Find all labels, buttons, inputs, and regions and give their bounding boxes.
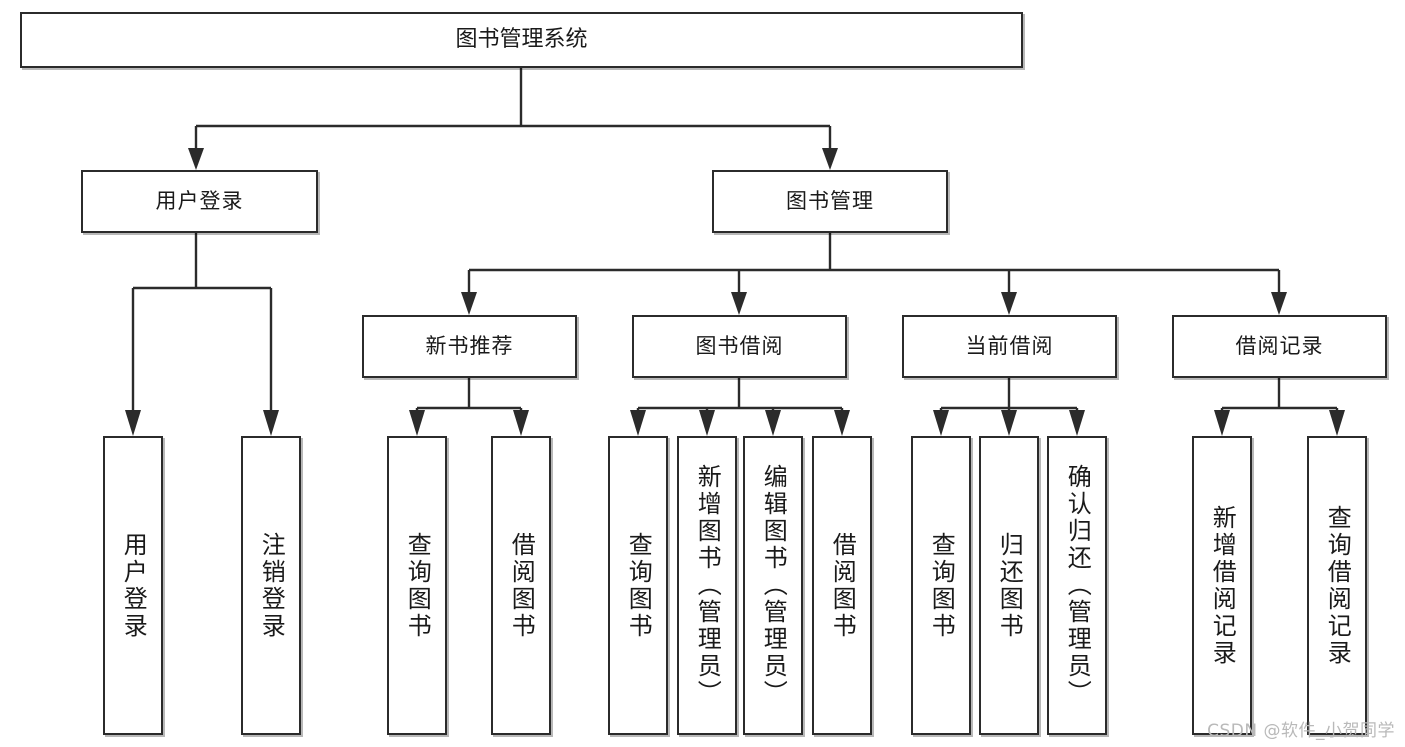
node-leaf-query-book-2[interactable]: 查询图书: [608, 436, 668, 735]
node-root-label: 图书管理系统: [455, 26, 588, 52]
node-leaf-query-record[interactable]: 查询借阅记录: [1307, 436, 1367, 735]
node-current-borrow[interactable]: 当前借阅: [902, 315, 1117, 378]
arrowhead-leaf-query-book-1: [409, 410, 425, 436]
arrowhead-leaf-query-book-2: [630, 410, 646, 436]
arrowhead-book-management: [822, 148, 838, 170]
arrowhead-leaf-query-record: [1329, 410, 1345, 436]
node-leaf-user-logout[interactable]: 注销登录: [241, 436, 301, 735]
node-borrow-record[interactable]: 借阅记录: [1172, 315, 1387, 378]
node-borrow-record-label: 借阅记录: [1235, 333, 1324, 358]
arrowhead-book-borrow: [731, 292, 747, 315]
node-leaf-add-record[interactable]: 新增借阅记录: [1192, 436, 1252, 735]
node-leaf-return-book[interactable]: 归还图书: [979, 436, 1039, 735]
node-leaf-borrow-book-2[interactable]: 借阅图书: [812, 436, 872, 735]
node-book-management-label: 图书管理: [786, 188, 874, 213]
arrowhead-current-borrow: [1001, 292, 1017, 315]
arrowhead-leaf-borrow-book-2: [834, 410, 850, 436]
arrowhead-leaf-add-record: [1214, 410, 1230, 436]
node-new-book-recommend[interactable]: 新书推荐: [362, 315, 577, 378]
arrowhead-new-book-recommend: [461, 292, 477, 315]
node-leaf-edit-book[interactable]: 编辑图书（管理员）: [743, 436, 803, 735]
node-leaf-query-record-label: 查询借阅记录: [1323, 504, 1352, 667]
arrowhead-leaf-return-book: [1001, 410, 1017, 436]
node-leaf-user-logout-label: 注销登录: [257, 531, 286, 640]
node-leaf-add-book-label: 新增图书（管理员）: [693, 464, 722, 707]
arrowhead-borrow-record: [1271, 292, 1287, 315]
watermark: CSDN @软件_小贺同学: [1207, 721, 1395, 741]
node-leaf-user-login-label: 用户登录: [119, 531, 148, 640]
node-leaf-borrow-book-1[interactable]: 借阅图书: [491, 436, 551, 735]
node-current-borrow-label: 当前借阅: [965, 333, 1054, 358]
node-user-login[interactable]: 用户登录: [81, 170, 318, 233]
arrowhead-leaf-user-login: [125, 410, 141, 436]
node-leaf-borrow-book-2-label: 借阅图书: [828, 531, 857, 640]
arrowhead-leaf-confirm-return: [1069, 410, 1085, 436]
node-leaf-add-record-label: 新增借阅记录: [1208, 504, 1237, 667]
arrowhead-leaf-edit-book: [765, 410, 781, 436]
arrowhead-leaf-add-book: [699, 410, 715, 436]
node-user-login-label: 用户登录: [155, 188, 244, 213]
node-leaf-query-book-1[interactable]: 查询图书: [387, 436, 447, 735]
node-book-borrow-label: 图书借阅: [695, 333, 784, 358]
arrowhead-user-login: [188, 148, 204, 170]
node-leaf-borrow-book-1-label: 借阅图书: [507, 531, 536, 640]
arrowhead-leaf-query-book-3: [933, 410, 949, 436]
node-leaf-query-book-1-label: 查询图书: [403, 531, 432, 640]
node-leaf-confirm-return-label: 确认归还（管理员）: [1063, 464, 1092, 707]
node-leaf-user-login[interactable]: 用户登录: [103, 436, 163, 735]
node-book-borrow[interactable]: 图书借阅: [632, 315, 847, 378]
arrowhead-leaf-borrow-book-1: [513, 410, 529, 436]
node-leaf-add-book[interactable]: 新增图书（管理员）: [677, 436, 737, 735]
node-leaf-query-book-3-label: 查询图书: [927, 531, 956, 640]
node-leaf-edit-book-label: 编辑图书（管理员）: [759, 464, 788, 707]
node-new-book-recommend-label: 新书推荐: [425, 333, 514, 358]
node-root[interactable]: 图书管理系统: [20, 12, 1023, 68]
node-leaf-confirm-return[interactable]: 确认归还（管理员）: [1047, 436, 1107, 735]
node-leaf-query-book-3[interactable]: 查询图书: [911, 436, 971, 735]
node-leaf-query-book-2-label: 查询图书: [624, 531, 653, 640]
arrowhead-leaf-user-logout: [263, 410, 279, 436]
node-book-management[interactable]: 图书管理: [712, 170, 948, 233]
node-leaf-return-book-label: 归还图书: [995, 531, 1024, 640]
